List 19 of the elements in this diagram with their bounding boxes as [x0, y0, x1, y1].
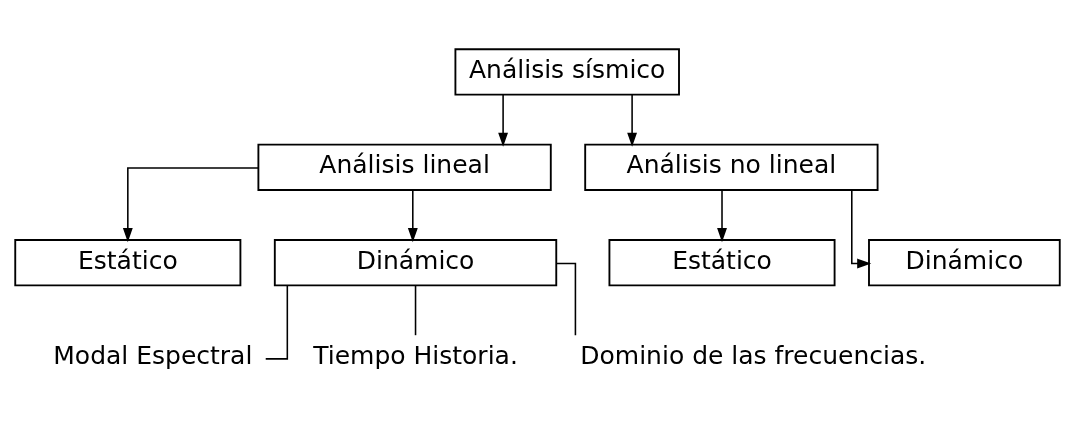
node-box: Dinámico [868, 239, 1061, 287]
arrow [498, 94, 509, 147]
node-box: Análisis no lineal [584, 143, 879, 191]
node-box: Análisis sísmico [454, 48, 680, 96]
arrow [717, 189, 727, 243]
arrow [407, 189, 418, 243]
node-text: Dominio de las frecuencias. [580, 341, 927, 371]
connector [264, 284, 289, 360]
node-box: Estático [14, 239, 242, 287]
connector [555, 262, 577, 336]
node-box: Estático [608, 239, 836, 287]
node-box: Dinámico [273, 239, 558, 287]
node-text: Tiempo Historia. [313, 341, 518, 371]
arrow [627, 94, 638, 147]
node-text: Modal Espectral [53, 341, 253, 371]
arrow [122, 167, 259, 243]
arrow [851, 189, 872, 269]
node-box: Análisis lineal [257, 143, 552, 191]
connector [414, 285, 417, 336]
